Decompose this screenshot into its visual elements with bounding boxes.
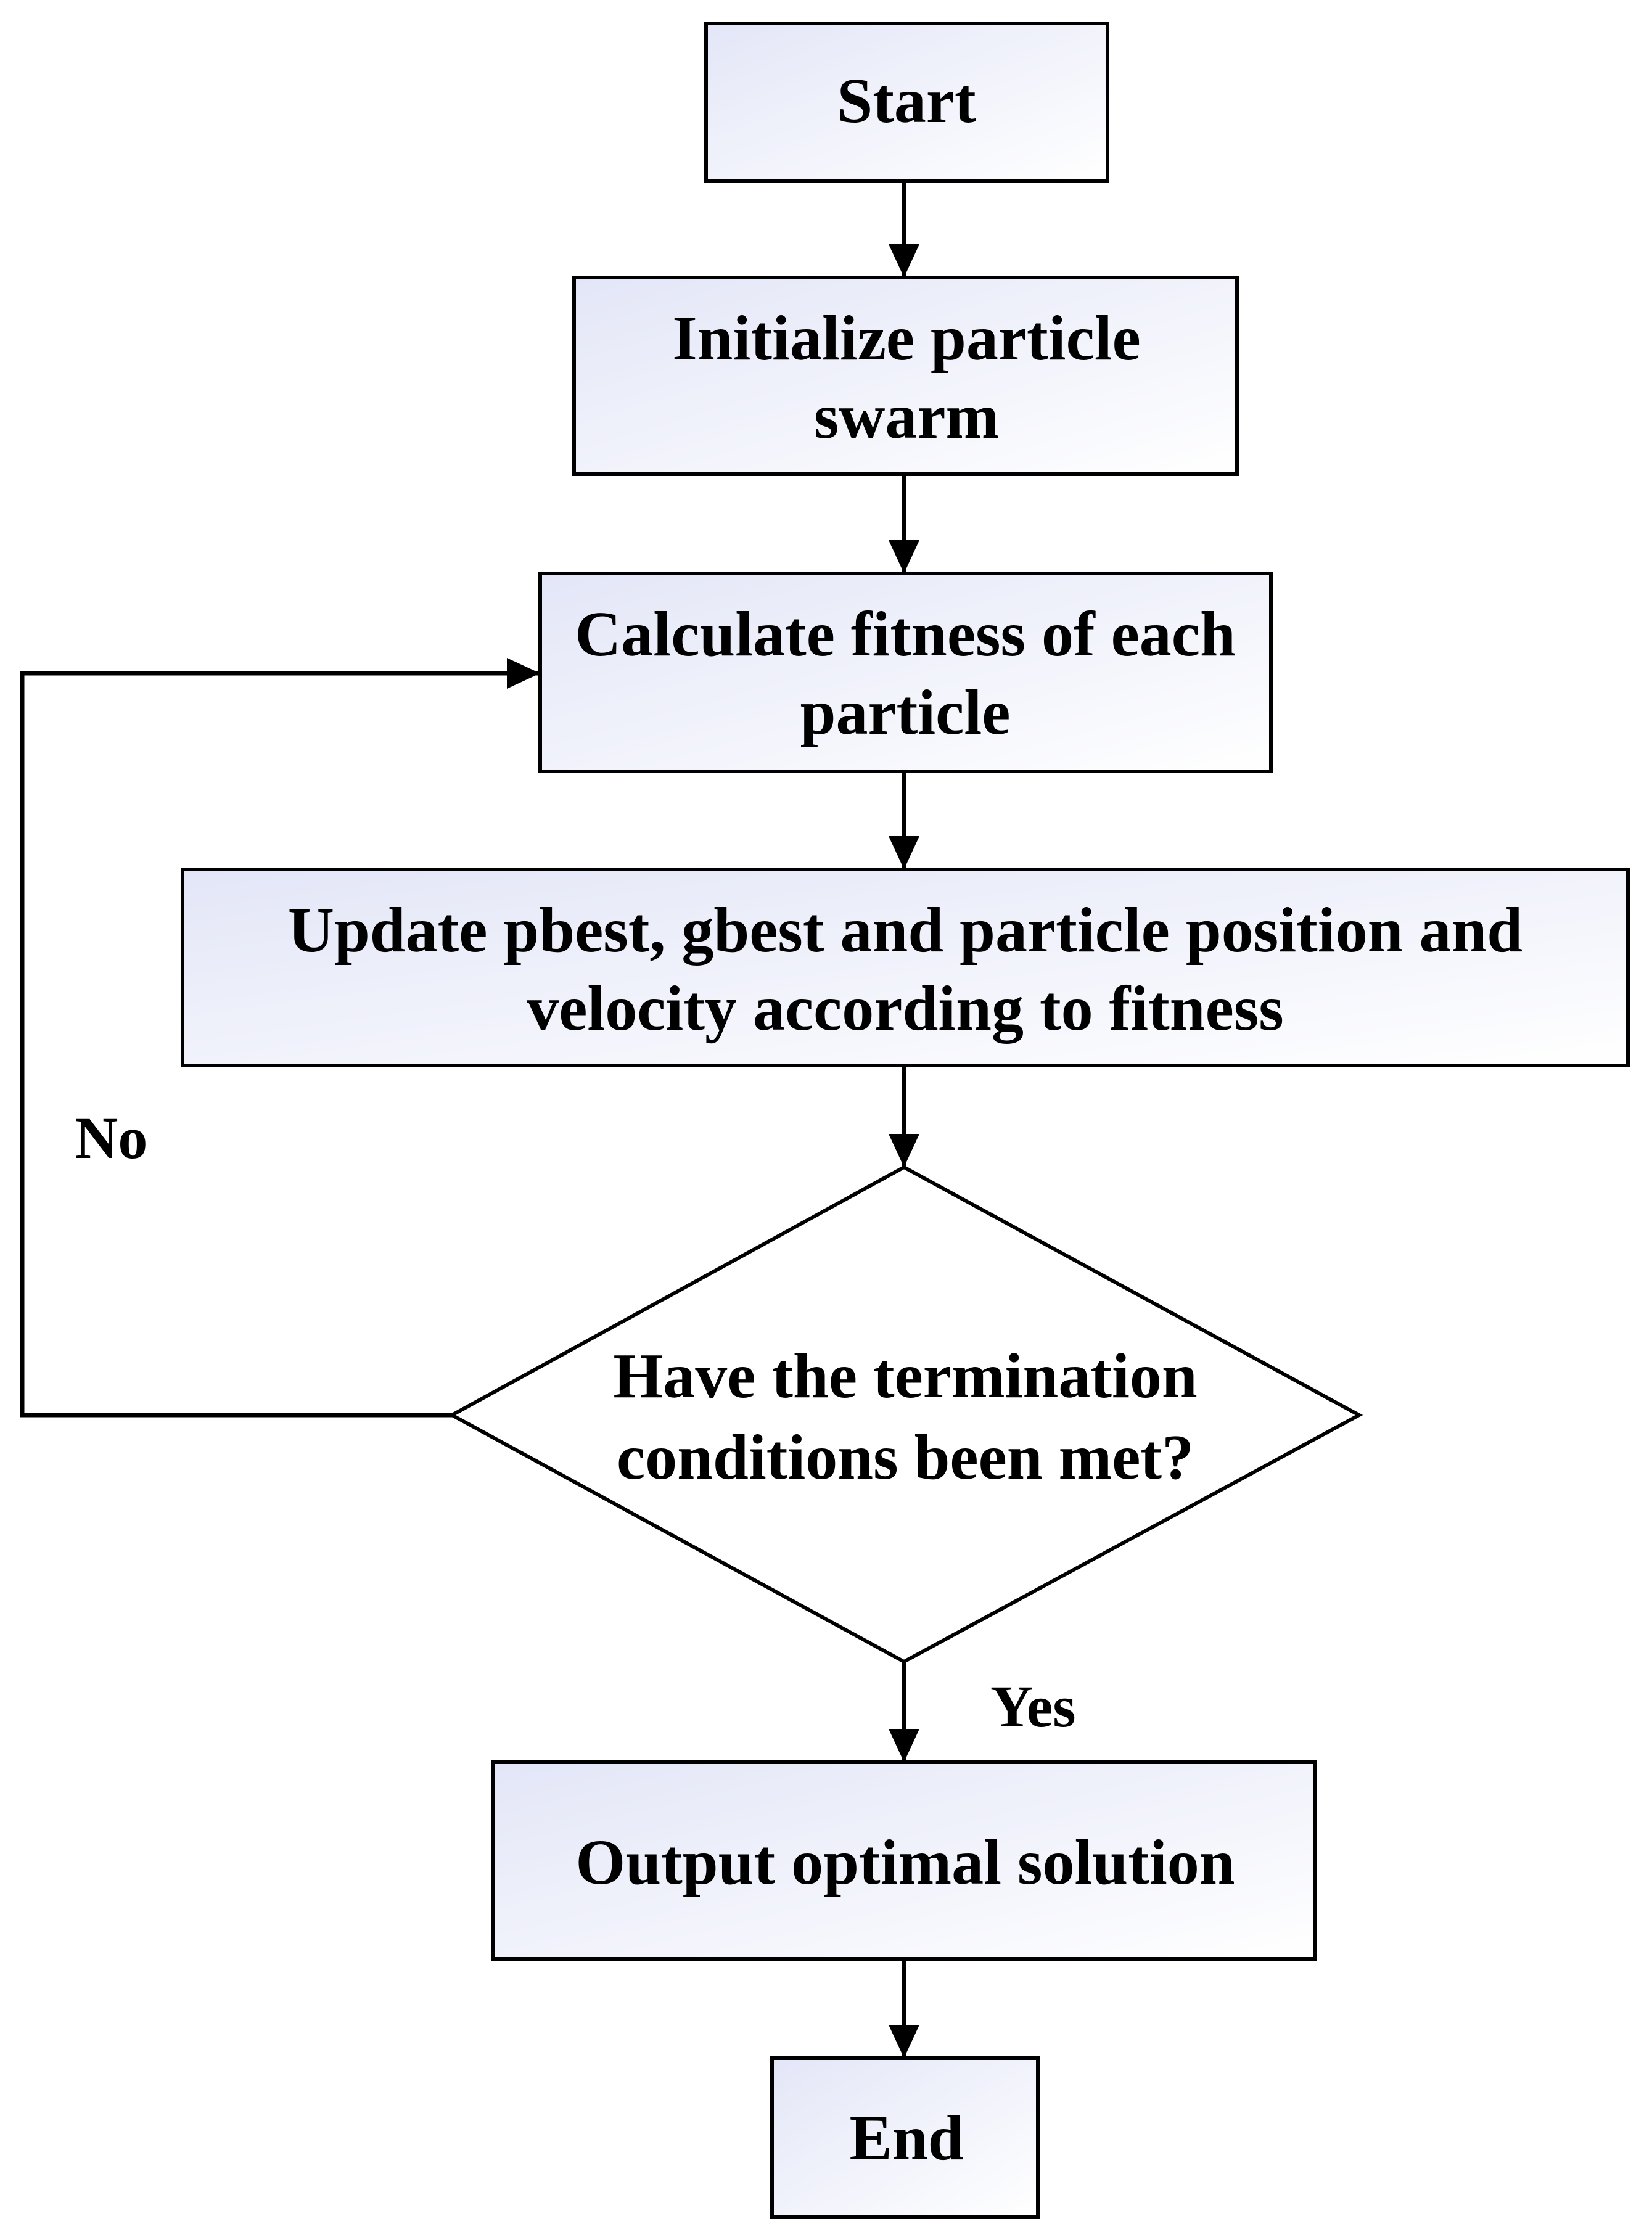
init-node: Initialize particle swarm	[572, 276, 1239, 476]
arrowheads	[507, 244, 919, 2058]
edge-label-yes: Yes	[990, 1673, 1076, 1739]
fitness-label-line-2: particle	[800, 677, 1011, 748]
decision-diamond	[448, 1165, 1363, 1664]
arrowhead-decision	[889, 1134, 919, 1167]
arrowhead-update	[889, 836, 919, 869]
init-label-line-2: swarm	[814, 381, 999, 452]
fitness-label-line-1: Calculate fitness of each	[575, 599, 1236, 670]
fitness-node: Calculate fitness of each particle	[538, 572, 1273, 773]
end-box	[770, 2056, 1040, 2219]
fitness-box	[538, 572, 1273, 773]
update-box	[181, 868, 1630, 1067]
init-label-line-1: Initialize particle	[672, 303, 1141, 374]
decision-label-line-1: Have the termination	[613, 1340, 1197, 1411]
edge-label-no: No	[75, 1105, 147, 1171]
output-label: Output optimal solution	[575, 1827, 1235, 1898]
update-label-line-2: velocity according to fitness	[527, 973, 1284, 1044]
init-box	[572, 276, 1239, 476]
update-label-line-1: Update pbest, gbest and particle positio…	[288, 895, 1523, 966]
output-box	[491, 1760, 1317, 1961]
decision-node: Have the termination conditions been met…	[448, 1165, 1363, 1664]
arrowhead-init	[889, 244, 919, 277]
loop-back-line	[20, 671, 540, 1418]
update-node: Update pbest, gbest and particle positio…	[181, 868, 1630, 1067]
start-label: Start	[837, 65, 976, 136]
start-node: Start	[704, 22, 1109, 183]
connectors	[20, 181, 906, 2058]
start-box	[704, 22, 1109, 183]
end-node: End	[770, 2056, 1040, 2219]
output-node: Output optimal solution	[491, 1760, 1317, 1961]
arrowhead-loop	[507, 658, 540, 689]
decision-label-line-2: conditions been met?	[617, 1422, 1194, 1493]
arrowhead-fitness	[889, 540, 919, 573]
arrowhead-end	[889, 2025, 919, 2058]
arrowhead-output	[889, 1729, 919, 1762]
end-label: End	[849, 2103, 963, 2173]
